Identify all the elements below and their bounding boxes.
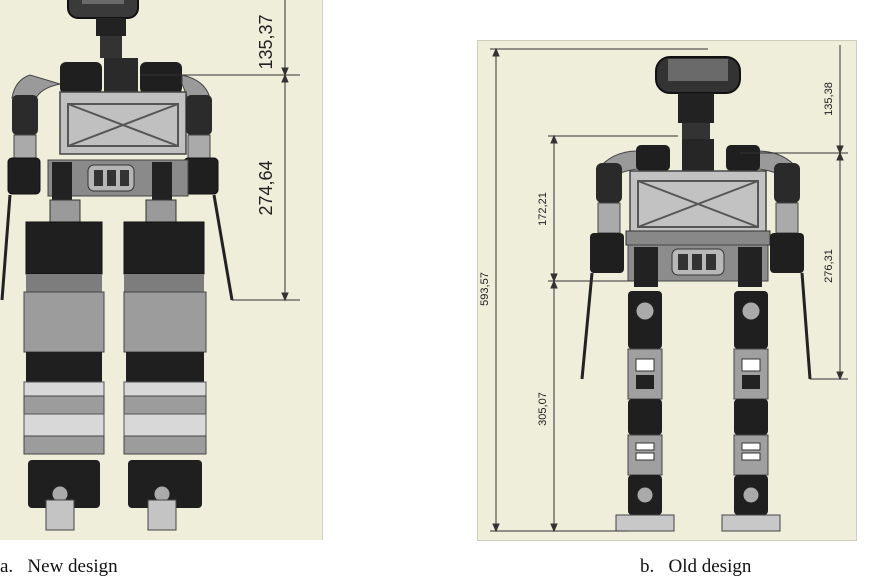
right-leg [721, 291, 781, 532]
old-design-caption: b. Old design [640, 556, 752, 577]
right-arm [183, 95, 234, 301]
dim-total-label: 593,57 [479, 272, 491, 306]
dimension-lines [140, 0, 300, 302]
left-arm [580, 163, 624, 380]
dim-upper-body-label: 274,64 [256, 160, 276, 215]
new-design-robot-drawing: 135,37 274,64 [0, 0, 300, 531]
torso-plate [625, 170, 771, 246]
old-design-panel: 593,57 172,21 305,07 135,38 276,31 [477, 40, 857, 541]
right-arm [770, 163, 812, 380]
hip [47, 159, 189, 202]
left-leg [615, 291, 675, 532]
dim-head-label: 135,38 [823, 82, 835, 116]
left-leg [23, 199, 105, 531]
dimension-lines [490, 45, 848, 533]
dim-upper-body-label: 276,31 [823, 249, 835, 283]
dim-upper-label: 172,21 [537, 192, 549, 226]
new-design-panel: 135,37 274,64 [0, 0, 323, 540]
dim-lower-label: 305,07 [537, 392, 549, 426]
left-arm [0, 95, 41, 301]
right-leg [123, 199, 207, 531]
head [655, 56, 741, 139]
torso-plate [59, 91, 187, 155]
head [67, 0, 139, 58]
hip [627, 244, 769, 287]
dim-head-label: 135,37 [256, 14, 276, 69]
new-design-caption: a. New design [0, 556, 118, 577]
old-design-robot-drawing: 593,57 172,21 305,07 135,38 276,31 [479, 45, 848, 533]
